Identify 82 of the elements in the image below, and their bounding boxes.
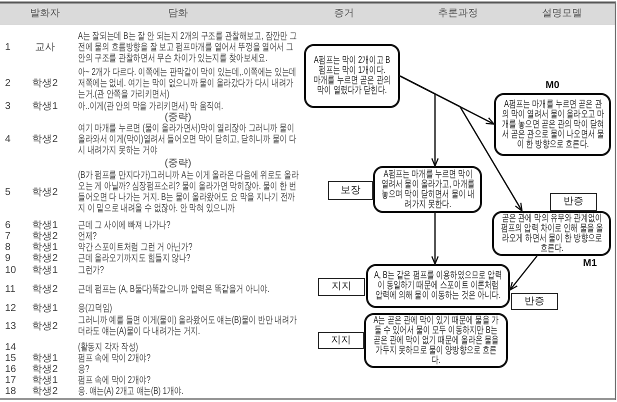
model-label: M1 <box>583 258 597 269</box>
utterance-text: 응? <box>78 364 90 375</box>
column-header: 설명모델 <box>542 8 582 19</box>
speaker-name: 학생1 <box>32 220 58 231</box>
utterance-text: (활동지 각자 작성) <box>78 342 138 353</box>
utterance-text: 그러니까 예를 들면 이게(물이) 올라왔어도 얘는(B)물이 반만 내려가더라도 얘는(A)물이 다 내려가는 거지. <box>78 315 298 337</box>
speaker-name: 학생2 <box>32 253 58 264</box>
statement-box <box>366 264 510 308</box>
row-number: 10 <box>5 265 16 276</box>
speaker-name: 교사 <box>35 42 55 53</box>
statement-box <box>373 166 482 213</box>
omission-note: (중략) <box>164 158 192 169</box>
row-number: 4 <box>5 134 11 145</box>
speaker-name: 학생1 <box>32 303 58 314</box>
speaker-name: 학생2 <box>32 320 58 332</box>
statement-box <box>304 44 400 108</box>
model-label: M0 <box>546 80 560 92</box>
arrow <box>509 256 538 291</box>
tag-label: 반증 <box>511 293 558 310</box>
utterance-text: 그런가? <box>78 265 104 276</box>
statement-box <box>492 211 611 256</box>
omission-note: (중략) <box>164 112 192 123</box>
speaker-name: 학생1 <box>32 353 58 364</box>
row-number: 1 <box>5 42 11 53</box>
speaker-name: 학생2 <box>32 231 58 242</box>
arrow <box>400 75 523 212</box>
utterance-text: 응. 얘는(A) 2개고 얘는(B) 1개야. <box>78 386 184 397</box>
utterance-text: 근데 올라오기까지도 힘들지 않나? <box>78 253 190 264</box>
row-number: 17 <box>5 375 16 386</box>
speaker-name: 학생2 <box>32 134 58 145</box>
row-number: 6 <box>5 220 11 231</box>
row-number: 15 <box>5 353 16 364</box>
arrow <box>431 213 439 265</box>
utterance-text: 아..이게(관 안의 막을 가리키면서) 막 움직여. <box>78 101 224 112</box>
row-number: 18 <box>5 386 16 397</box>
statement-text: A펌프는 마개를 누르면 막이 열려서 물이 올라가고, 마개를 놓으며 막이 닫히면서 물이 내려가지 못한다. <box>380 170 475 210</box>
row-number: 12 <box>5 303 16 314</box>
utterance-text: 근데 그 사이에 빠져 나가나? <box>78 220 170 231</box>
statement-box <box>364 313 508 368</box>
speaker-name: 학생1 <box>32 375 58 386</box>
utterance-text: 약간 스포이트처럼 그런 거 아닌가? <box>78 242 192 253</box>
statement-text: A, B는 같은 펌프를 이용하였으므로 압력이 동일하기 때문에 스포이트 이론처럼 압력에 의해 물이 이동하는 것은 아니다. <box>373 271 503 301</box>
speaker-name: 학생2 <box>32 186 58 198</box>
column-header: 증거 <box>334 8 354 19</box>
row-number: 16 <box>5 364 16 375</box>
speaker-name: 학생1 <box>32 265 58 276</box>
utterance-text: 근데 펌프는 (A, B둘다)똑같으니까 압력은 똑같을거 아니야. <box>78 284 270 295</box>
row-number: 2 <box>5 78 11 89</box>
speaker-name: 학생2 <box>32 284 58 295</box>
utterance-text: A는 잘되는데 B는 잘 안 되는지 2개의 구조를 관찰해보고, 잠깐만 그 전에 물의 흐름방향을 잘 보고 펌프마개를 열어서 뚜껑을 열어서 그 안의 구조를 관찰하면서 무슨 차이가 있는지를 찾아보세요. <box>78 31 298 64</box>
speaker-name: 학생2 <box>32 78 58 89</box>
tag-label: 지지 <box>318 332 364 349</box>
tag-label: 반증 <box>550 193 597 211</box>
speaker-name: 학생2 <box>32 364 58 375</box>
row-number: 11 <box>5 284 16 295</box>
column-header: 담화 <box>168 8 188 19</box>
utterance-text: 응(끄덕임) <box>78 303 112 314</box>
statement-text: A펌프는 막이 2개이고 B펌프는 막이 1개이다. <box>312 56 392 76</box>
speaker-name: 학생2 <box>32 386 58 397</box>
statement-text: A는 곧은 관에 막이 있기 때문에 물을 가둘 수 있어서 물이 모두 이동하지만 B는 곧은 관에 막이 없기 때문에 올라온 물을 가두지 못하므로 물이 양방향으로 흐른다. <box>372 316 500 366</box>
row-number: 8 <box>5 242 11 253</box>
utterance-text: 펌프 속에 막이 2개야? <box>78 353 151 364</box>
utterance-text: (B가 펌프를 만지다가)그러니까 A는 이게 올라온 다음에 위로도 올라오는 게 아닐까? 심장펌프소리? 물이 올라가면 막히잖아. 물이 한 번 들어오면 다 나가는 거지. B는 물이 올라왔어도 요 막을 지나기 전까지 이 밑으로 내려올 수 없잖아. 안 막혀 있으니까 <box>78 170 300 214</box>
speaker-name: 학생1 <box>32 101 58 112</box>
speaker-name: 학생1 <box>32 242 58 253</box>
row-number: 14 <box>5 342 16 353</box>
row-number: 5 <box>5 186 11 198</box>
row-number: 7 <box>5 231 11 242</box>
tag-label: 보장 <box>328 181 373 200</box>
row-number: 13 <box>5 320 16 332</box>
utterance-text: 여기 마개를 누르면 (물이 올라가면서)막이 열리잖아 그러니까 물이 올라와서 이게(막이)열려서 들어오면 막이 닫히고, 닫히니까 물이 다시 내려가지 못하는 거야 <box>78 123 298 156</box>
statement-text: 마개를 누르면 곧은 관의 막이 열렸다가 닫힌다. <box>312 76 392 96</box>
statement-text: A펌프는 마개를 누르면 곧은 관의 막이 열려서 물이 올라오고 마개를 놓으면 곧은 관의 막이 닫혀서 곧은 관으로 물이 나오면서 물이 한 방향으로 흐른다. <box>501 100 604 150</box>
column-header: 발화자 <box>30 8 60 19</box>
utterance-text: 언제? <box>78 231 97 242</box>
utterance-text: 펌프 속에 막이 2개야? <box>78 375 151 386</box>
utterance-text: 아~ 2개가 다르다. 이쪽에는 판막같이 막이 있는데,.이쪽에는 있는데 저쪽에는 없네. 여기는 막이 없으니까 물이 올라갔다가 다시 내려가는거.(관 안쪽을 가리키면서) <box>78 67 298 100</box>
row-number: 9 <box>5 253 11 264</box>
row-number: 3 <box>5 101 11 112</box>
tag-label: 지지 <box>318 278 365 296</box>
statement-text: 곧은 관에 막의 유무와 관계없이 펌프의 압력 차이로 인해 물을 올라오게 하면서 물이 한 방향으로 흐른다. <box>499 214 604 254</box>
column-header: 추론과정 <box>438 8 478 19</box>
